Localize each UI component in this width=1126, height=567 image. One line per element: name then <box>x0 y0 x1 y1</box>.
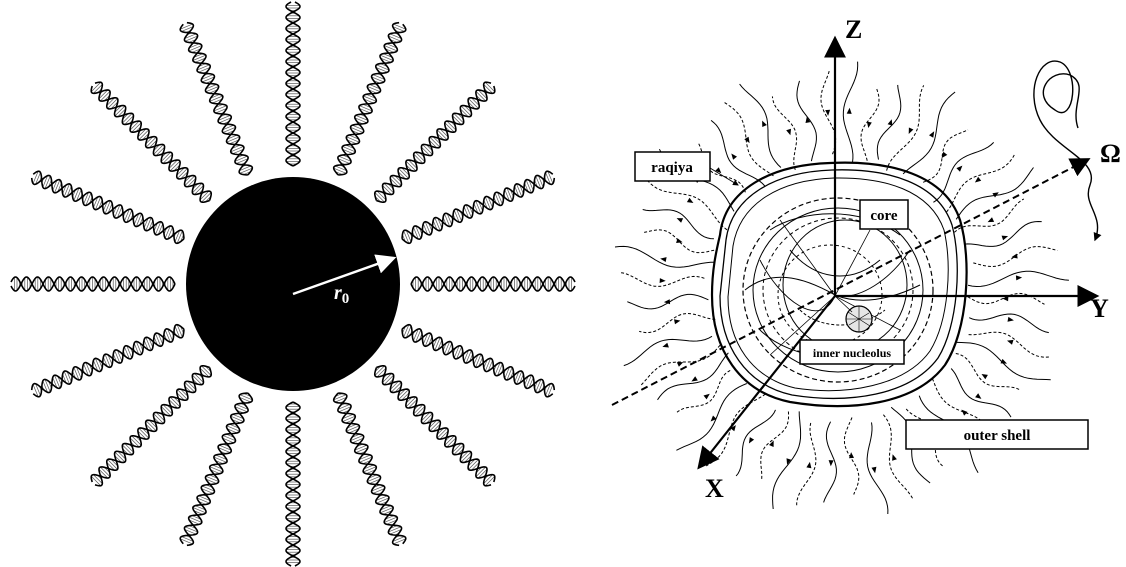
filament <box>706 394 765 466</box>
inner-nucleolus <box>835 296 872 332</box>
atom-model-diagram: Z Y X Ω raqiya core inner nucleolus oute… <box>612 15 1121 514</box>
dna-helix <box>11 277 175 291</box>
filament-arrow <box>929 131 934 138</box>
filament <box>867 422 888 514</box>
filament-arrow <box>975 177 981 183</box>
dna-helix <box>371 362 497 488</box>
filament <box>676 384 746 451</box>
filament <box>648 181 727 230</box>
filament-arrow <box>806 462 811 468</box>
filament-arrow <box>687 198 694 203</box>
coordinate-axes <box>612 40 1095 466</box>
filament <box>969 332 1051 357</box>
filament-arrow <box>975 393 981 399</box>
filament <box>676 370 730 413</box>
filament-arrow <box>731 154 737 160</box>
filament-arrow <box>704 394 710 400</box>
filament <box>877 85 901 160</box>
filament <box>736 410 775 476</box>
dna-helix <box>89 80 215 206</box>
precession-path <box>1034 61 1098 240</box>
inner-nucleolus-label-box: inner nucleolus <box>800 340 904 364</box>
dna-helix <box>371 80 497 206</box>
filament-arrow <box>762 121 767 127</box>
filament <box>740 84 781 167</box>
filament-arrow <box>982 374 988 379</box>
raqiya-label-box: raqiya <box>635 152 738 185</box>
filament-arrow <box>942 152 948 158</box>
dna-helix <box>286 402 300 566</box>
filament <box>954 199 1023 232</box>
filament-arrow <box>867 122 872 128</box>
filament <box>773 411 801 509</box>
x-axis-label: X <box>705 474 724 503</box>
dna-helix <box>399 170 556 246</box>
filament-arrow <box>677 362 684 367</box>
filament-arrow <box>1002 236 1009 241</box>
filament <box>639 314 715 333</box>
filament-arrow <box>1001 359 1008 364</box>
filament <box>964 222 1042 247</box>
filament <box>903 92 955 174</box>
y-axis-label: Y <box>1090 294 1109 323</box>
filament-arrow <box>662 343 669 348</box>
filament-arrow <box>1007 340 1014 345</box>
dna-helix <box>286 2 300 166</box>
inner-nucleolus-label: inner nucleolus <box>813 346 891 360</box>
filament <box>658 353 729 400</box>
filament <box>615 246 715 267</box>
filament <box>643 210 714 239</box>
omega-label: Ω <box>1100 139 1121 168</box>
filament-arrow <box>660 257 666 262</box>
filament-arrow <box>691 376 697 381</box>
filament-arrow <box>888 119 893 125</box>
filament-arrow <box>962 410 968 416</box>
filament-arrow <box>677 218 684 223</box>
core-label-box: core <box>860 200 908 229</box>
raqiya-label: raqiya <box>651 160 693 176</box>
filament <box>969 314 1049 333</box>
dna-helix <box>30 170 187 246</box>
x-axis <box>700 296 835 466</box>
outer-shell-label-box: outer shell <box>906 420 1088 449</box>
filament-arrow <box>909 128 914 135</box>
filament <box>923 130 968 183</box>
filament-arrow <box>956 166 962 172</box>
filament-arrow <box>988 217 995 222</box>
filament-arrow <box>829 460 834 466</box>
outer-shell-label: outer shell <box>964 428 1031 444</box>
dna-helix <box>332 390 408 547</box>
dna-helix <box>411 277 575 291</box>
dna-helix <box>399 323 556 399</box>
filament-arrow <box>847 108 852 114</box>
filament <box>956 354 1020 390</box>
filament-arrow <box>872 467 877 473</box>
z-axis-label: Z <box>845 15 862 44</box>
filament-arrow <box>1016 275 1022 280</box>
filament <box>951 369 1011 418</box>
filament-arrow <box>674 319 680 324</box>
dna-helix <box>179 390 255 547</box>
filament <box>711 120 765 186</box>
filament-arrow <box>660 278 666 283</box>
omega-axis <box>612 160 1087 405</box>
filament <box>887 85 924 170</box>
filament-arrow <box>786 129 791 136</box>
core-body <box>712 163 967 406</box>
filament-arrow <box>892 454 897 460</box>
filament <box>797 423 816 507</box>
dna-helix <box>179 21 255 178</box>
filament <box>641 345 720 385</box>
core-label: core <box>870 208 898 224</box>
filament <box>772 96 796 169</box>
filament-arrow <box>1008 317 1014 322</box>
filament-arrow <box>749 437 754 443</box>
dna-helix <box>89 362 215 488</box>
dna-sphere-diagram: r0 <box>11 2 575 566</box>
dna-helix <box>30 323 187 399</box>
central-sphere <box>186 177 400 391</box>
dna-helix <box>332 21 408 178</box>
